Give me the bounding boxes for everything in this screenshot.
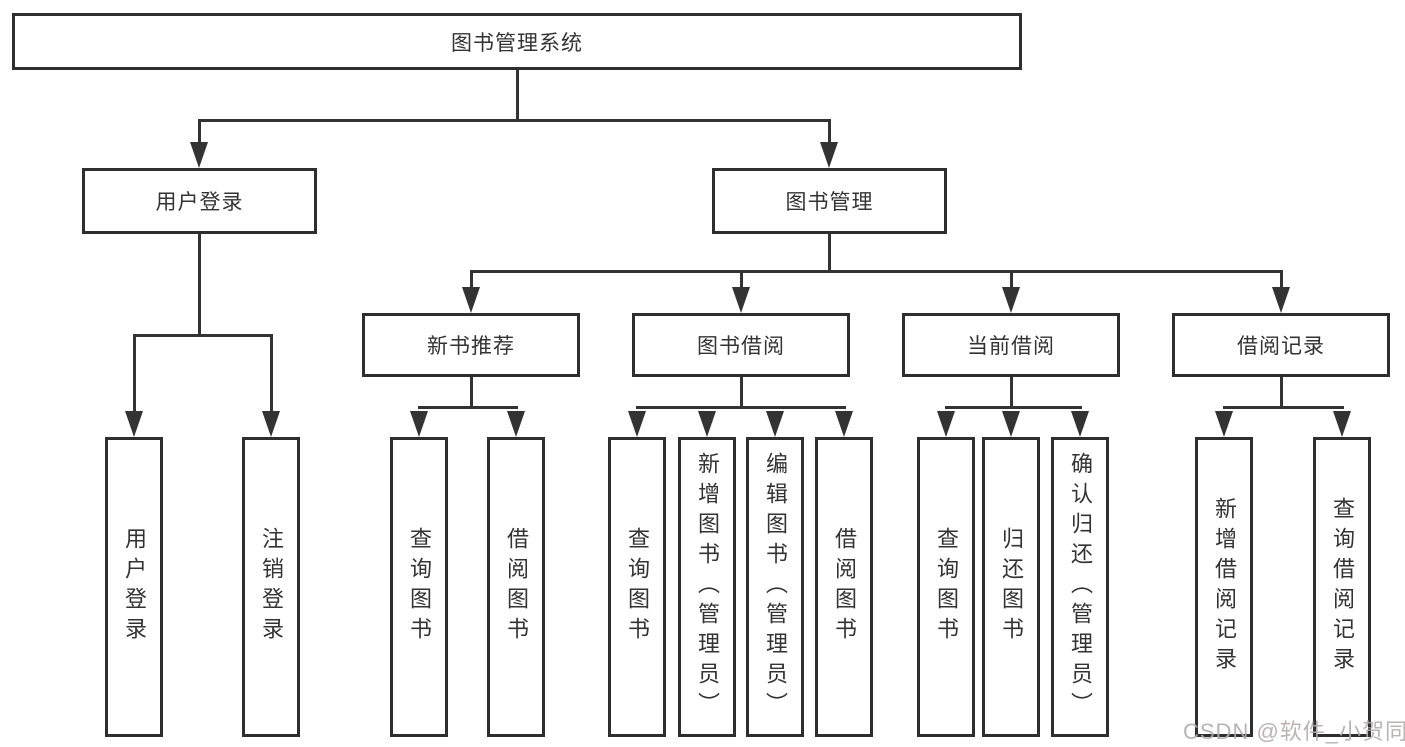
connector-book-mgmt-stem [828,234,831,273]
arrow-down-icon [766,411,784,437]
arrow-down-icon [820,142,838,168]
leaf-query-books-current: 查询图书 [917,437,975,737]
connector-drop-user-login [198,119,201,147]
node-label: 查询借阅记录 [1330,497,1355,677]
node-label: 借阅图书 [504,527,529,647]
leaf-add-borrowing-record: 新增借阅记录 [1195,437,1253,737]
leaf-borrow-books-borrowing: 借阅图书 [815,437,873,737]
node-label: 新增借阅记录 [1212,497,1237,677]
leaf-query-books-borrowing: 查询图书 [608,437,666,737]
connector-group-stem [470,377,473,409]
node-book-borrowing: 图书借阅 [632,313,850,377]
connector-drop-book-borrowing [740,270,743,290]
arrow-down-icon [937,411,955,437]
connector-group-stem [1280,377,1283,409]
node-label: 查询图书 [625,527,650,647]
connector-user-login-stem [198,234,201,337]
connector-group-stem [1010,377,1013,409]
arrow-down-icon [190,142,208,168]
connector-user-login-bus [133,334,273,337]
node-label: 确认归还（管理员） [1068,452,1093,722]
arrow-down-icon [262,411,280,437]
node-label: 借阅记录 [1237,335,1325,358]
arrow-down-icon [507,411,525,437]
arrow-down-icon [462,287,480,313]
connector-group-bus [418,406,518,409]
connector-group-bus [1223,406,1344,409]
connector-drop-current-borrowing [1010,270,1013,290]
node-book-management: 图书管理 [712,168,947,234]
node-label: 当前借阅 [967,335,1055,358]
connector-drop-book-management [828,119,831,147]
node-label: 查询图书 [934,527,959,647]
node-label: 新增图书（管理员） [695,452,720,722]
node-borrowing-records: 借阅记录 [1172,313,1390,377]
csdn-watermark: CSDN @软件_小贺同学 [1183,719,1405,744]
connector-drop-borrowing-records [1280,270,1283,290]
node-label: 图书管理系统 [451,31,583,55]
leaf-add-book-admin: 新增图书（管理员） [678,437,736,737]
arrow-down-icon [1002,287,1020,313]
leaf-query-books-recommendation: 查询图书 [390,437,448,737]
connector-drop-new-book [470,270,473,290]
leaf-logout: 注销登录 [242,437,300,737]
leaf-query-borrowing-record: 查询借阅记录 [1313,437,1371,737]
connector-group-bus [636,406,846,409]
connector-group-bus [945,406,1082,409]
arrow-down-icon [835,411,853,437]
arrow-down-icon [698,411,716,437]
connector-drop-leaf [270,334,273,414]
connector-root-stem [516,70,519,122]
leaf-borrow-books-recommendation: 借阅图书 [487,437,545,737]
leaf-return-books: 归还图书 [982,437,1040,737]
arrow-down-icon [1215,411,1233,437]
arrow-down-icon [1002,411,1020,437]
node-label: 查询图书 [407,527,432,647]
arrow-down-icon [410,411,428,437]
arrow-down-icon [125,411,143,437]
arrow-down-icon [1071,411,1089,437]
node-user-login: 用户登录 [82,168,317,234]
node-label: 归还图书 [999,527,1024,647]
node-label: 新书推荐 [427,335,515,358]
node-current-borrowing: 当前借阅 [902,313,1120,377]
node-label: 图书管理 [785,191,874,214]
leaf-edit-book-admin: 编辑图书（管理员） [746,437,804,737]
node-label: 用户登录 [155,191,244,214]
arrow-down-icon [1272,287,1290,313]
connector-group-stem [740,377,743,409]
node-label: 借阅图书 [832,527,857,647]
node-new-book-recommendation: 新书推荐 [362,313,580,377]
leaf-user-login: 用户登录 [105,437,163,737]
arrow-down-icon [732,287,750,313]
node-label: 用户登录 [122,527,147,647]
connector-level3-bus [470,270,1283,273]
connector-drop-leaf [133,334,136,414]
node-library-management-system: 图书管理系统 [12,13,1022,70]
node-label: 注销登录 [259,527,284,647]
arrow-down-icon [1333,411,1351,437]
connector-root-bus [198,119,831,122]
node-label: 编辑图书（管理员） [763,452,788,722]
arrow-down-icon [628,411,646,437]
node-label: 图书借阅 [697,335,785,358]
leaf-confirm-return-admin: 确认归还（管理员） [1051,437,1109,737]
